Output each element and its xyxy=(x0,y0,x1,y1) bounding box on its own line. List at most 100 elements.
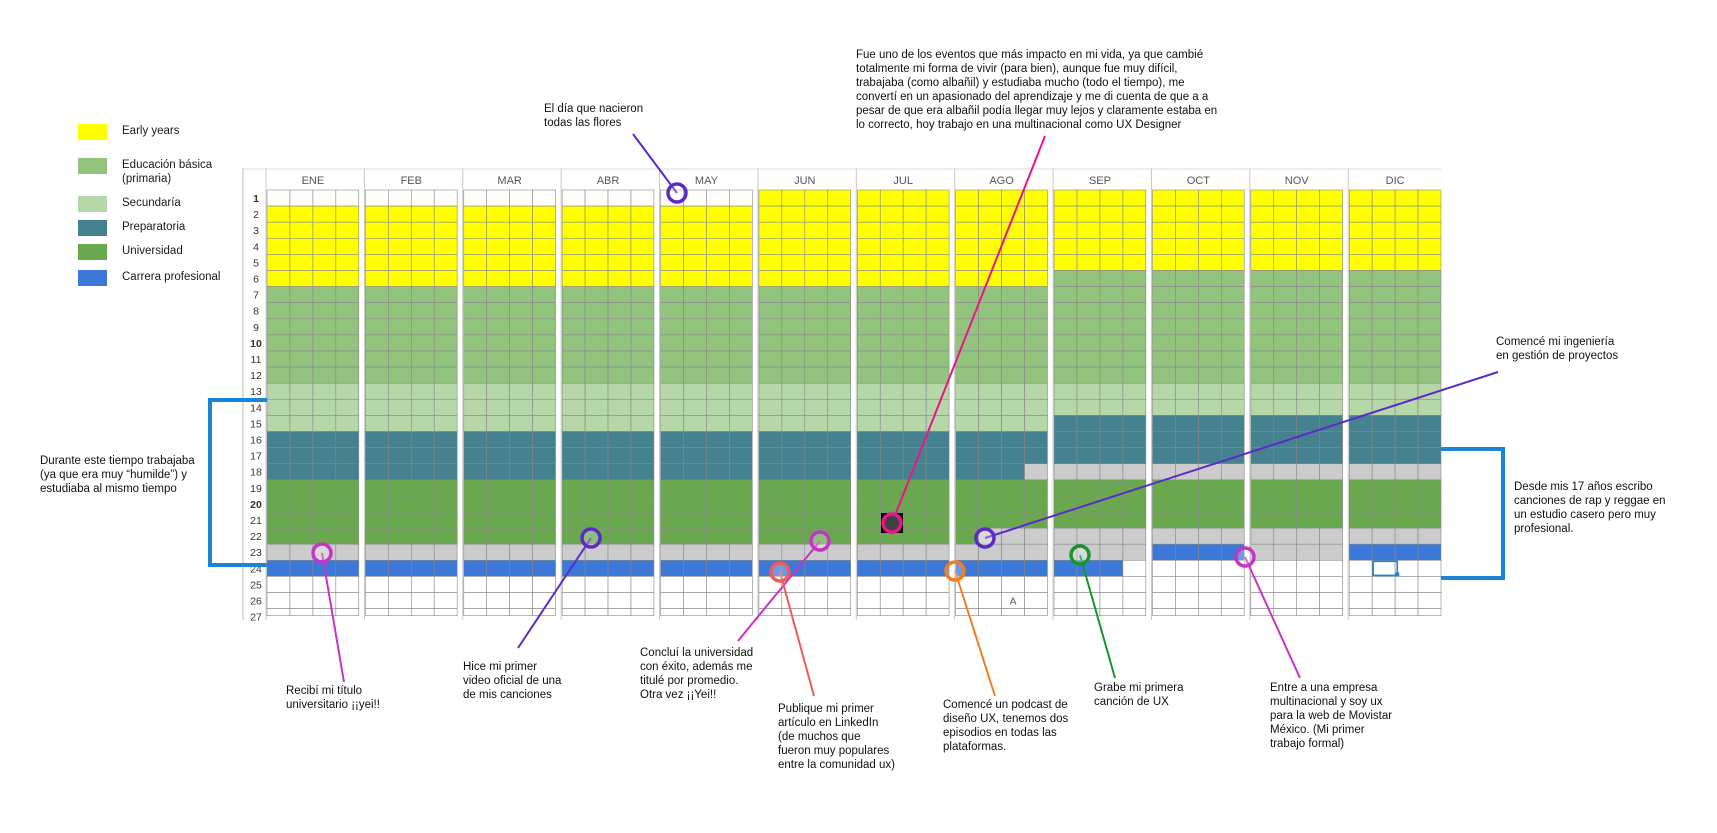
calendar-cell xyxy=(1371,608,1396,616)
selection-handle xyxy=(1395,572,1400,577)
calendar-cell xyxy=(365,447,389,465)
calendar-cell xyxy=(532,302,556,320)
calendar-cell xyxy=(683,431,707,448)
calendar-cell xyxy=(1175,205,1199,223)
calendar-cell xyxy=(607,415,632,432)
calendar-cell xyxy=(312,398,337,416)
connector-movistar xyxy=(1244,556,1301,679)
annotation-concluí: Concluí la universidad con éxito, además… xyxy=(640,647,754,701)
calendar-cell xyxy=(1417,576,1442,593)
calendar-cell xyxy=(1371,511,1396,529)
calendar-cell xyxy=(729,543,753,561)
calendar-cell xyxy=(925,511,950,529)
calendar-cell xyxy=(388,576,412,593)
calendar-cell xyxy=(335,527,360,545)
calendar-cell xyxy=(879,543,904,561)
calendar-cell xyxy=(1198,543,1222,561)
calendar-cell xyxy=(1198,205,1222,223)
calendar-cell xyxy=(1394,608,1419,616)
calendar-cell xyxy=(1152,398,1176,416)
row-label: 11 xyxy=(251,354,262,366)
calendar-cell xyxy=(1371,302,1396,320)
calendar-cell xyxy=(706,415,730,432)
calendar-cell xyxy=(683,527,707,545)
calendar-cell xyxy=(532,576,556,593)
calendar-cell xyxy=(1198,334,1222,352)
calendar-cell xyxy=(486,302,510,320)
calendar-cell xyxy=(410,511,435,529)
calendar-cell xyxy=(410,270,435,287)
calendar-cell xyxy=(532,463,556,481)
calendar-cell xyxy=(1001,286,1025,304)
calendar-cell xyxy=(1371,592,1396,609)
calendar-cell xyxy=(1296,334,1320,352)
calendar-cell xyxy=(781,447,806,465)
calendar-cell xyxy=(1175,318,1199,336)
calendar-cell xyxy=(388,447,412,465)
calendar-cell xyxy=(1348,205,1373,223)
calendar-cell xyxy=(335,221,360,239)
calendar-cell xyxy=(879,576,904,593)
calendar-cell xyxy=(1348,608,1373,616)
calendar-cell xyxy=(1122,189,1147,207)
calendar-cell xyxy=(729,270,753,287)
calendar-cell xyxy=(388,431,412,448)
calendar-cell xyxy=(706,302,730,320)
calendar-cell xyxy=(607,238,632,255)
calendar-cell xyxy=(1394,366,1419,384)
calendar-cell xyxy=(486,366,510,384)
calendar-cell xyxy=(1417,189,1442,207)
calendar-cell xyxy=(365,254,389,271)
calendar-cell xyxy=(266,286,291,304)
calendar-cell xyxy=(856,559,881,577)
calendar-cell xyxy=(955,238,979,255)
calendar-cell xyxy=(804,415,829,432)
calendar-cell xyxy=(1053,270,1078,287)
calendar-cell xyxy=(1250,366,1275,384)
calendar-cell xyxy=(1319,543,1343,561)
calendar-cell xyxy=(660,286,684,304)
calendar-cell xyxy=(335,447,360,465)
month-label: DIC xyxy=(1386,175,1405,187)
calendar-cell xyxy=(1296,543,1320,561)
calendar-cell xyxy=(1175,286,1199,304)
calendar-cell xyxy=(856,221,881,239)
calendar-cell xyxy=(433,543,458,561)
calendar-cell xyxy=(509,302,533,320)
calendar-cell xyxy=(509,527,533,545)
calendar-cell xyxy=(978,608,1002,616)
month-label: JUN xyxy=(794,175,815,187)
calendar-cell xyxy=(486,286,510,304)
legend-swatch xyxy=(78,220,107,236)
legend-item-universidad: Universidad xyxy=(78,244,183,260)
calendar-cell xyxy=(410,318,435,336)
calendar-cell xyxy=(781,254,806,271)
calendar-cell xyxy=(978,205,1002,223)
calendar-cell xyxy=(584,495,609,513)
calendar-cell xyxy=(660,543,684,561)
calendar-cell xyxy=(1001,350,1025,368)
calendar-cell xyxy=(1371,479,1396,497)
calendar-cell xyxy=(410,431,435,448)
calendar-cell xyxy=(706,463,730,481)
calendar-cell xyxy=(1273,431,1298,448)
calendar-cell xyxy=(584,415,609,432)
calendar-cell xyxy=(729,238,753,255)
calendar-cell xyxy=(266,543,291,561)
calendar-cell xyxy=(388,221,412,239)
calendar-cell xyxy=(486,495,510,513)
calendar-cell xyxy=(827,431,851,448)
calendar-cell xyxy=(955,254,979,271)
calendar-cell xyxy=(1001,238,1025,255)
calendar-cell xyxy=(388,463,412,481)
calendar-cell xyxy=(463,479,488,497)
calendar-cell xyxy=(925,463,950,481)
calendar-cell xyxy=(706,511,730,529)
calendar-cell xyxy=(433,479,458,497)
calendar-cell xyxy=(1152,205,1176,223)
calendar-cell xyxy=(902,527,927,545)
calendar-cell xyxy=(463,415,488,432)
calendar-cell xyxy=(1273,254,1298,271)
calendar-cell xyxy=(729,559,753,577)
calendar-cell xyxy=(365,511,389,529)
